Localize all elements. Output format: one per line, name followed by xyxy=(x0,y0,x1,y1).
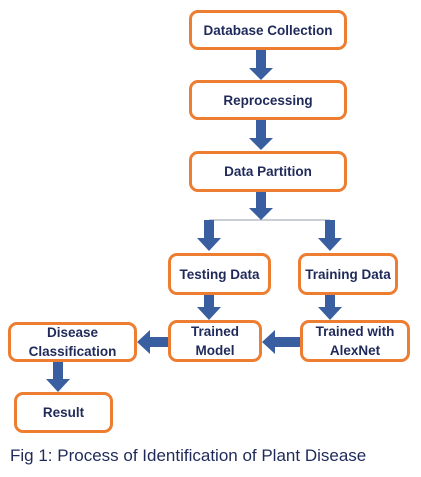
arrow-model-to-classification xyxy=(137,330,168,354)
node-result: Result xyxy=(14,392,113,433)
node-data-partition-label: Data Partition xyxy=(224,164,312,179)
node-testing-data: Testing Data xyxy=(168,253,271,295)
node-disease-classification-label: Disease Classification xyxy=(28,325,117,359)
arrow-classification-to-result xyxy=(46,362,70,392)
node-trained-with-alexnet: Trained with AlexNet xyxy=(300,320,410,362)
node-disease-classification: Disease Classification xyxy=(8,322,137,362)
node-data-partition: Data Partition xyxy=(189,151,347,192)
arrow-testing-to-model xyxy=(197,295,221,320)
arrow-alexnet-to-model xyxy=(262,330,300,354)
node-training-data: Training Data xyxy=(298,253,398,295)
arrow-reprocessing-to-partition xyxy=(249,120,273,150)
node-database-collection-label: Database Collection xyxy=(203,22,333,38)
arrow-training-to-alexnet xyxy=(318,295,342,320)
node-database-collection: Database Collection xyxy=(189,10,347,50)
node-result-label: Result xyxy=(42,405,85,420)
node-testing-data-label: Testing Data xyxy=(179,266,260,282)
figure-caption: Fig 1: Process of Identification of Plan… xyxy=(10,446,367,465)
node-training-data-label: Training Data xyxy=(305,266,391,282)
node-trained-model: Trained Model xyxy=(168,320,262,362)
node-trained-model-label: Trained Model xyxy=(190,324,239,358)
node-trained-with-alexnet-label: Trained with AlexNet xyxy=(315,324,395,358)
arrow-branch-to-testing xyxy=(197,220,221,251)
node-reprocessing: Reprocessing xyxy=(189,80,347,120)
arrow-partition-to-branch xyxy=(249,192,273,220)
arrow-branch-to-training xyxy=(318,220,342,251)
arrow-collection-to-reprocessing xyxy=(249,50,273,80)
node-reprocessing-label: Reprocessing xyxy=(223,92,313,108)
